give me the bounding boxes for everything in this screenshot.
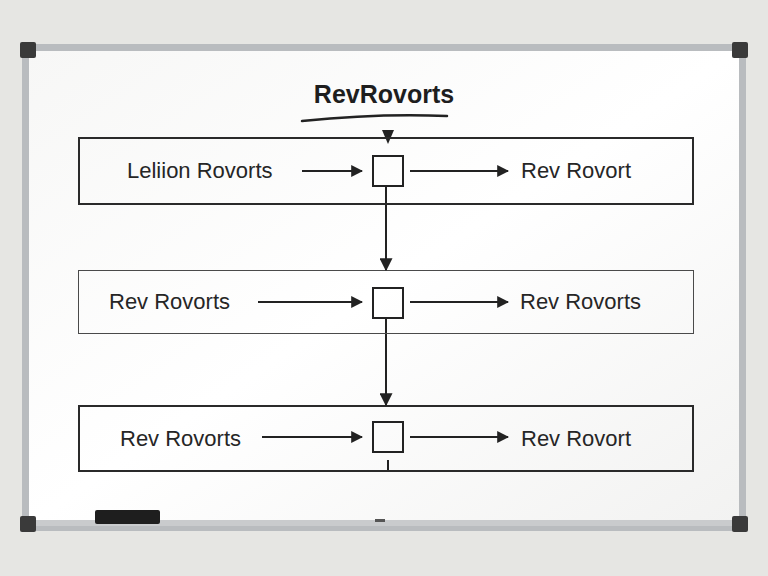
band-label: Rev Rovorts <box>109 271 230 333</box>
frame-corner <box>20 516 36 532</box>
flow-arrow <box>258 301 362 303</box>
flow-arrow <box>410 436 508 438</box>
board-frame <box>22 44 746 531</box>
title-underline <box>302 115 447 121</box>
band-label: Rev Rovorts <box>520 271 641 333</box>
flow-arrow <box>262 436 362 438</box>
junction-square <box>373 288 403 318</box>
flow-connector <box>385 334 387 405</box>
flow-arrow <box>302 170 362 172</box>
flow-band: Rev Rovorts Rev Rovorts <box>78 270 694 334</box>
board-surface <box>29 51 739 524</box>
frame-corner <box>20 42 36 58</box>
eraser <box>95 510 160 524</box>
flow-arrow <box>410 301 508 303</box>
band-label: Leliion Rovorts <box>127 139 273 203</box>
flow-band: Rev Rovorts Rev Rovort <box>78 405 694 472</box>
band-label: Rev Rovort <box>521 407 631 470</box>
frame-corner <box>732 42 748 58</box>
junction-square <box>373 422 403 452</box>
connector-stub <box>385 186 387 205</box>
connector-stub <box>385 318 387 334</box>
tray-clip <box>375 519 385 522</box>
diagram-title: RevRovorts <box>0 80 768 109</box>
junction-square <box>373 156 403 186</box>
flow-arrow <box>410 170 508 172</box>
flow-band: Leliion Rovorts Rev Rovort <box>78 137 694 205</box>
band-label: Rev Rovort <box>521 139 631 203</box>
flow-connector <box>385 205 387 270</box>
frame-corner <box>732 516 748 532</box>
band-label: Rev Rovorts <box>120 407 241 470</box>
